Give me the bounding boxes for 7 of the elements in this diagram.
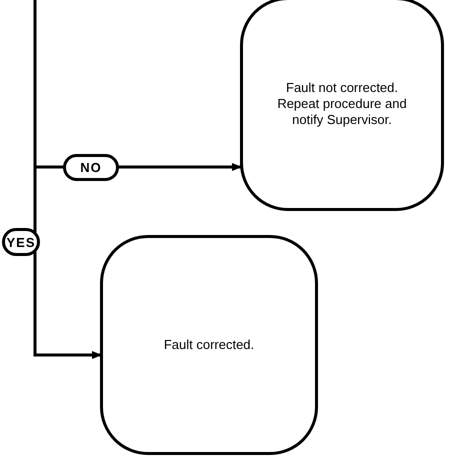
box-text: Fault corrected. — [164, 337, 254, 353]
edge-label: NO — [63, 154, 119, 181]
terminal-box — [100, 235, 318, 455]
edge-label: YES — [2, 228, 40, 256]
connector-arrow — [34, 0, 102, 359]
terminal-box — [240, 0, 444, 211]
box-text: Fault not corrected. Repeat procedure and notify Supervisor. — [277, 80, 407, 128]
